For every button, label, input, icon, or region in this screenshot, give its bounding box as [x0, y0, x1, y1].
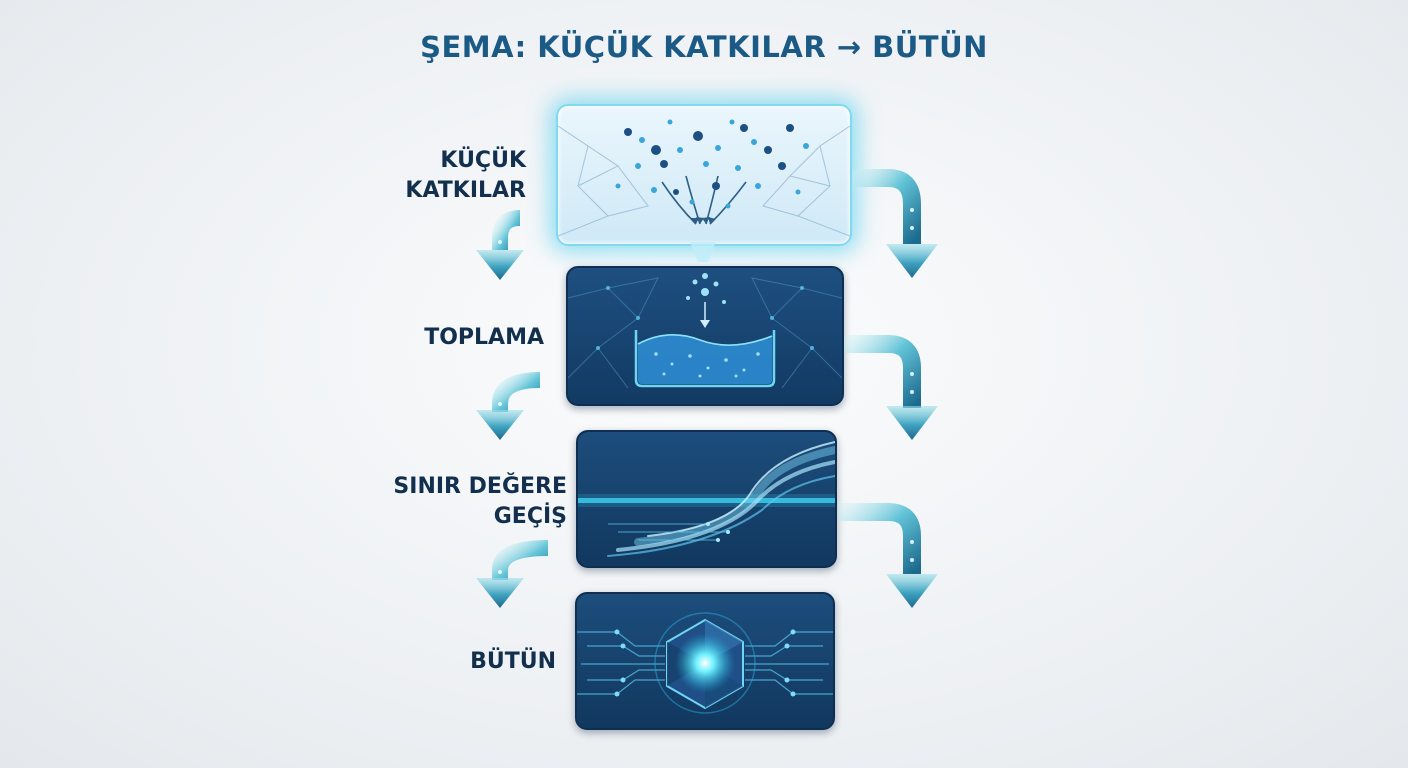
small-contributions-panel — [556, 104, 852, 246]
liquid-container-icon — [568, 273, 842, 389]
down-arrow-icon — [852, 169, 938, 278]
whole-panel — [575, 592, 835, 730]
diagram-title: ŞEMA: KÜÇÜK KATKILAR → BÜTÜN — [420, 30, 988, 64]
stage-label-small-contributions: KÜÇÜK KATKILAR — [405, 146, 526, 206]
stage-label-line: TOPLAMA — [424, 325, 544, 350]
stage-label-line: KATKILAR — [405, 178, 526, 203]
stage-label-line: BÜTÜN — [470, 649, 556, 674]
down-arrow-icon — [476, 210, 524, 280]
down-arrow-icon — [838, 503, 938, 608]
collection-panel — [566, 266, 844, 406]
crystal-core-icon — [577, 612, 833, 714]
down-arrow-icon — [476, 372, 541, 440]
stage-label-line: KÜÇÜK — [440, 148, 526, 173]
stage-label-line: GEÇİŞ — [493, 504, 567, 529]
stage-label-collection: TOPLAMA — [424, 323, 544, 353]
down-arrow-icon — [844, 335, 938, 440]
stage-label-threshold: SINIR DEĞERE GEÇİŞ — [393, 472, 567, 532]
stage-label-whole: BÜTÜN — [470, 647, 556, 677]
particles-icon — [558, 119, 850, 237]
threshold-transition-panel — [576, 430, 837, 568]
threshold-wave-icon — [578, 441, 835, 557]
down-arrow-icon — [476, 540, 549, 608]
stage-label-line: SINIR DEĞERE — [393, 474, 567, 499]
